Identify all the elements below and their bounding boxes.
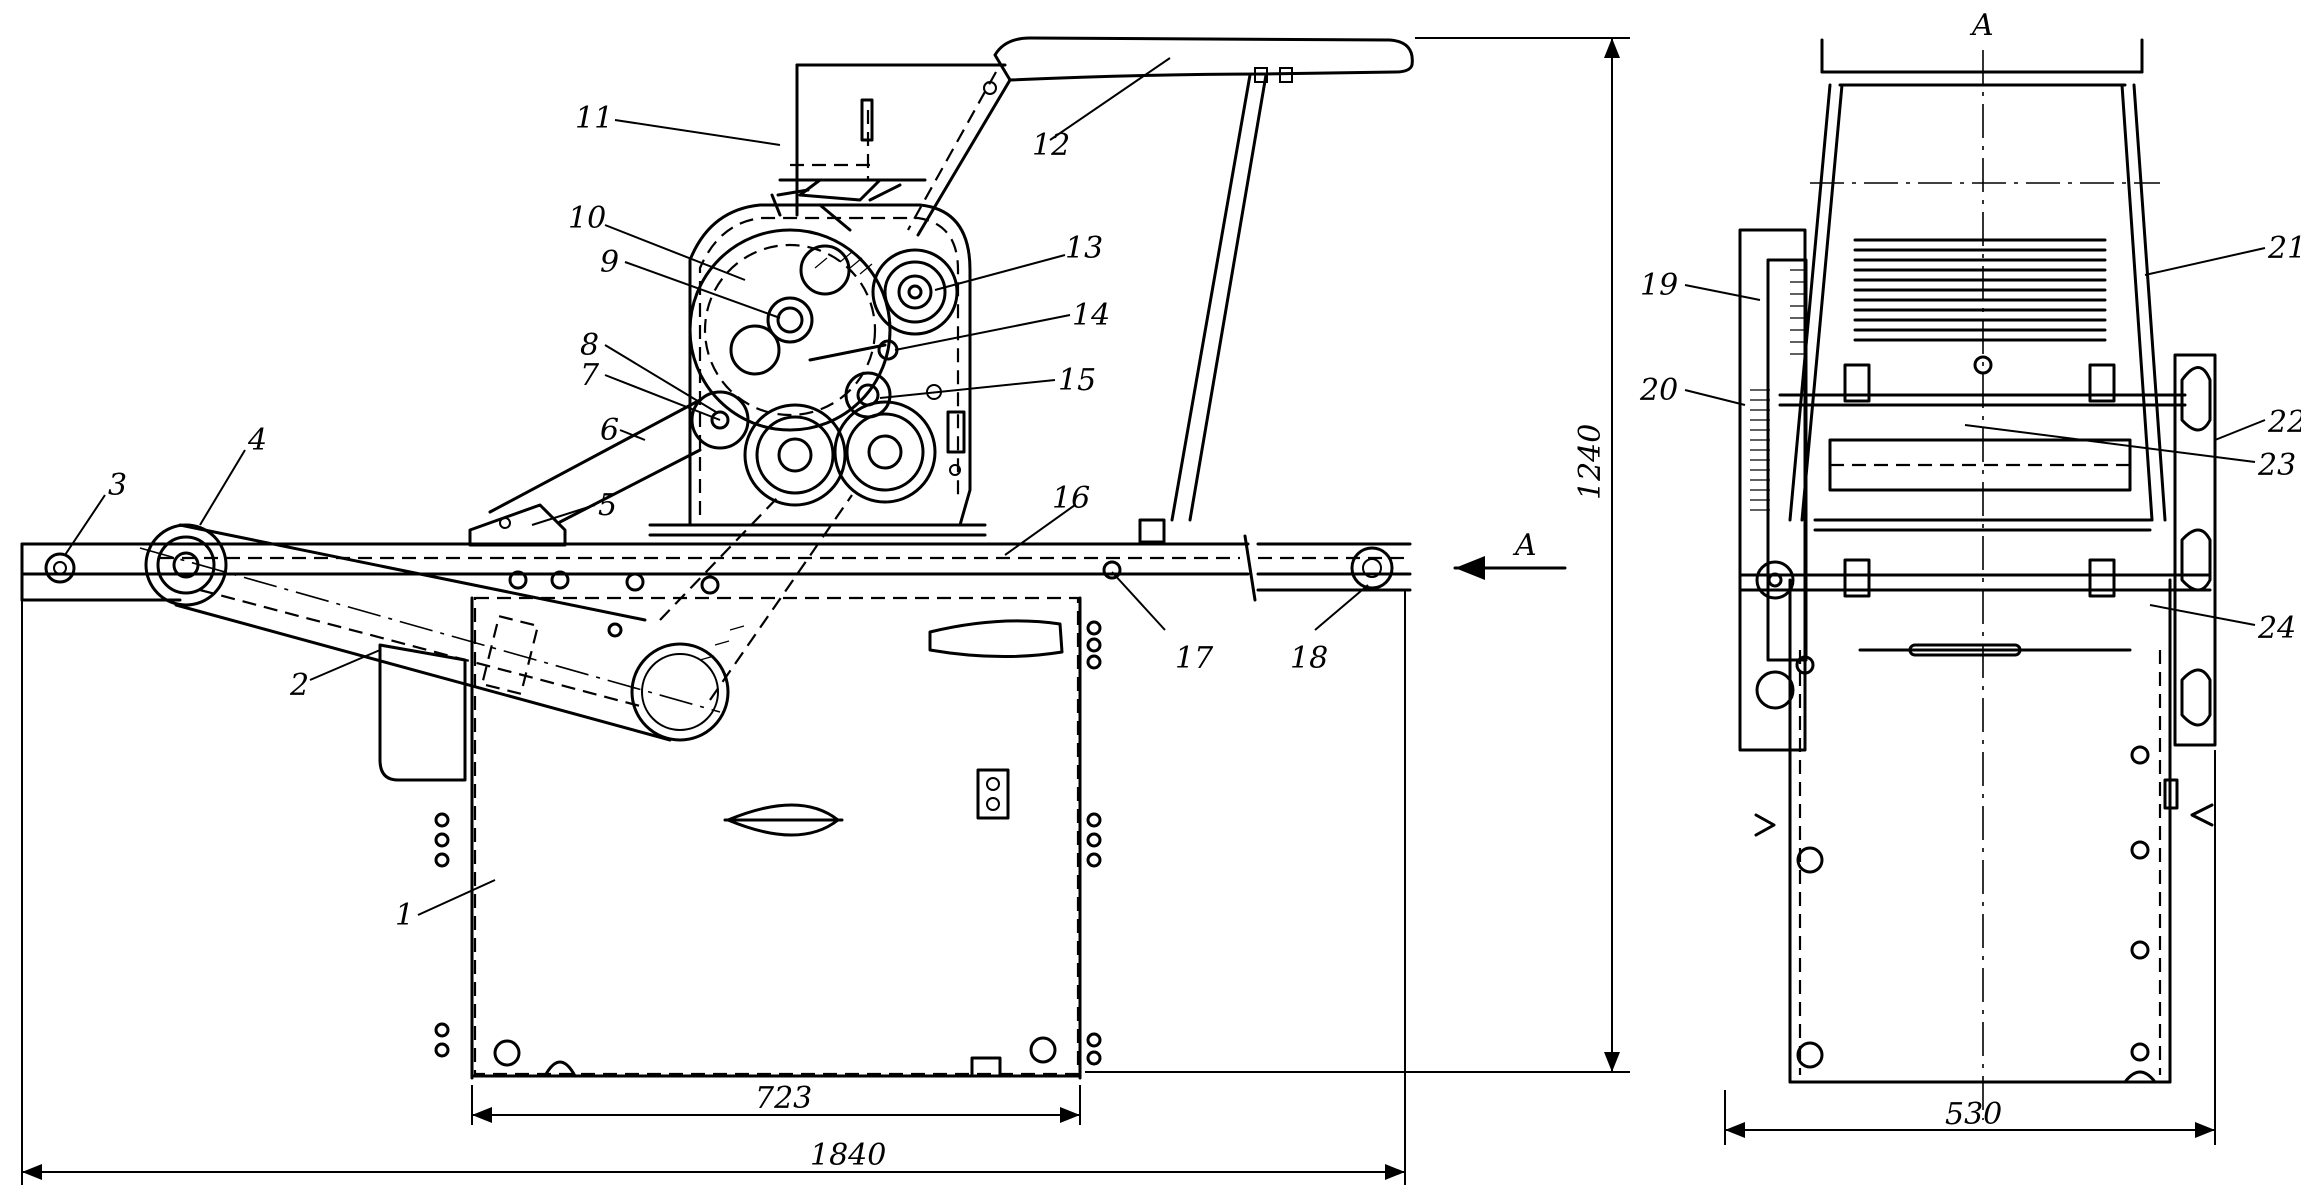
- label-21: 21: [2267, 231, 2301, 266]
- label-4: 4: [247, 423, 267, 458]
- side-view: A: [1724, 8, 2217, 1145]
- label-2: 2: [289, 668, 309, 703]
- label-14: 14: [1072, 298, 1110, 333]
- grooved-rollers: [1853, 238, 2107, 342]
- label-19: 19: [1640, 268, 1678, 303]
- inclined-conveyor: [139, 523, 730, 742]
- support-bracket: [468, 503, 567, 547]
- dim-total-height: 1240: [1573, 424, 1608, 500]
- chain-drive: [659, 494, 781, 621]
- section-label: A: [1969, 8, 1994, 43]
- label-7: 7: [580, 358, 600, 393]
- front-view: A: [20, 36, 1567, 1080]
- dim-side-width: 530: [1945, 1097, 2002, 1132]
- label-12: 12: [1032, 128, 1070, 163]
- roller-3: [44, 552, 76, 584]
- label-15: 15: [1058, 363, 1096, 398]
- label-20: 20: [1639, 373, 1678, 408]
- arrow-label: A: [1512, 528, 1537, 563]
- cabinet: [434, 596, 1102, 1080]
- hinges: [434, 620, 1102, 1066]
- roller-18: [1350, 546, 1394, 590]
- label-16: 16: [1052, 481, 1090, 516]
- front-dimensions: 723 1840 1240: [21, 37, 1630, 1185]
- hopper: [770, 63, 1007, 232]
- label-3: 3: [108, 468, 127, 503]
- dim-base-width: 723: [755, 1081, 812, 1116]
- roller-head: [648, 203, 987, 537]
- dim-total-length: 1840: [810, 1138, 886, 1173]
- label-11: 11: [575, 101, 613, 136]
- frame-rail: [20, 534, 1412, 602]
- label-22: 22: [2267, 405, 2301, 440]
- label-13: 13: [1065, 231, 1103, 266]
- label-9: 9: [600, 245, 619, 280]
- label-17: 17: [1175, 641, 1214, 676]
- motor: [378, 643, 467, 782]
- guard: [907, 36, 1414, 544]
- label-10: 10: [568, 201, 606, 236]
- front-labels: 1 2 3 4 5 6 7 8 9 10 11 12 13 14 15 16 1…: [64, 57, 1369, 933]
- label-24: 24: [2257, 611, 2296, 646]
- label-6: 6: [600, 413, 619, 448]
- side-labels: 19 20 21 22 23 24: [1639, 231, 2301, 646]
- label-18: 18: [1290, 641, 1328, 676]
- label-1: 1: [395, 898, 414, 933]
- label-23: 23: [2257, 448, 2296, 483]
- label-8: 8: [580, 328, 599, 363]
- label-5: 5: [598, 488, 617, 523]
